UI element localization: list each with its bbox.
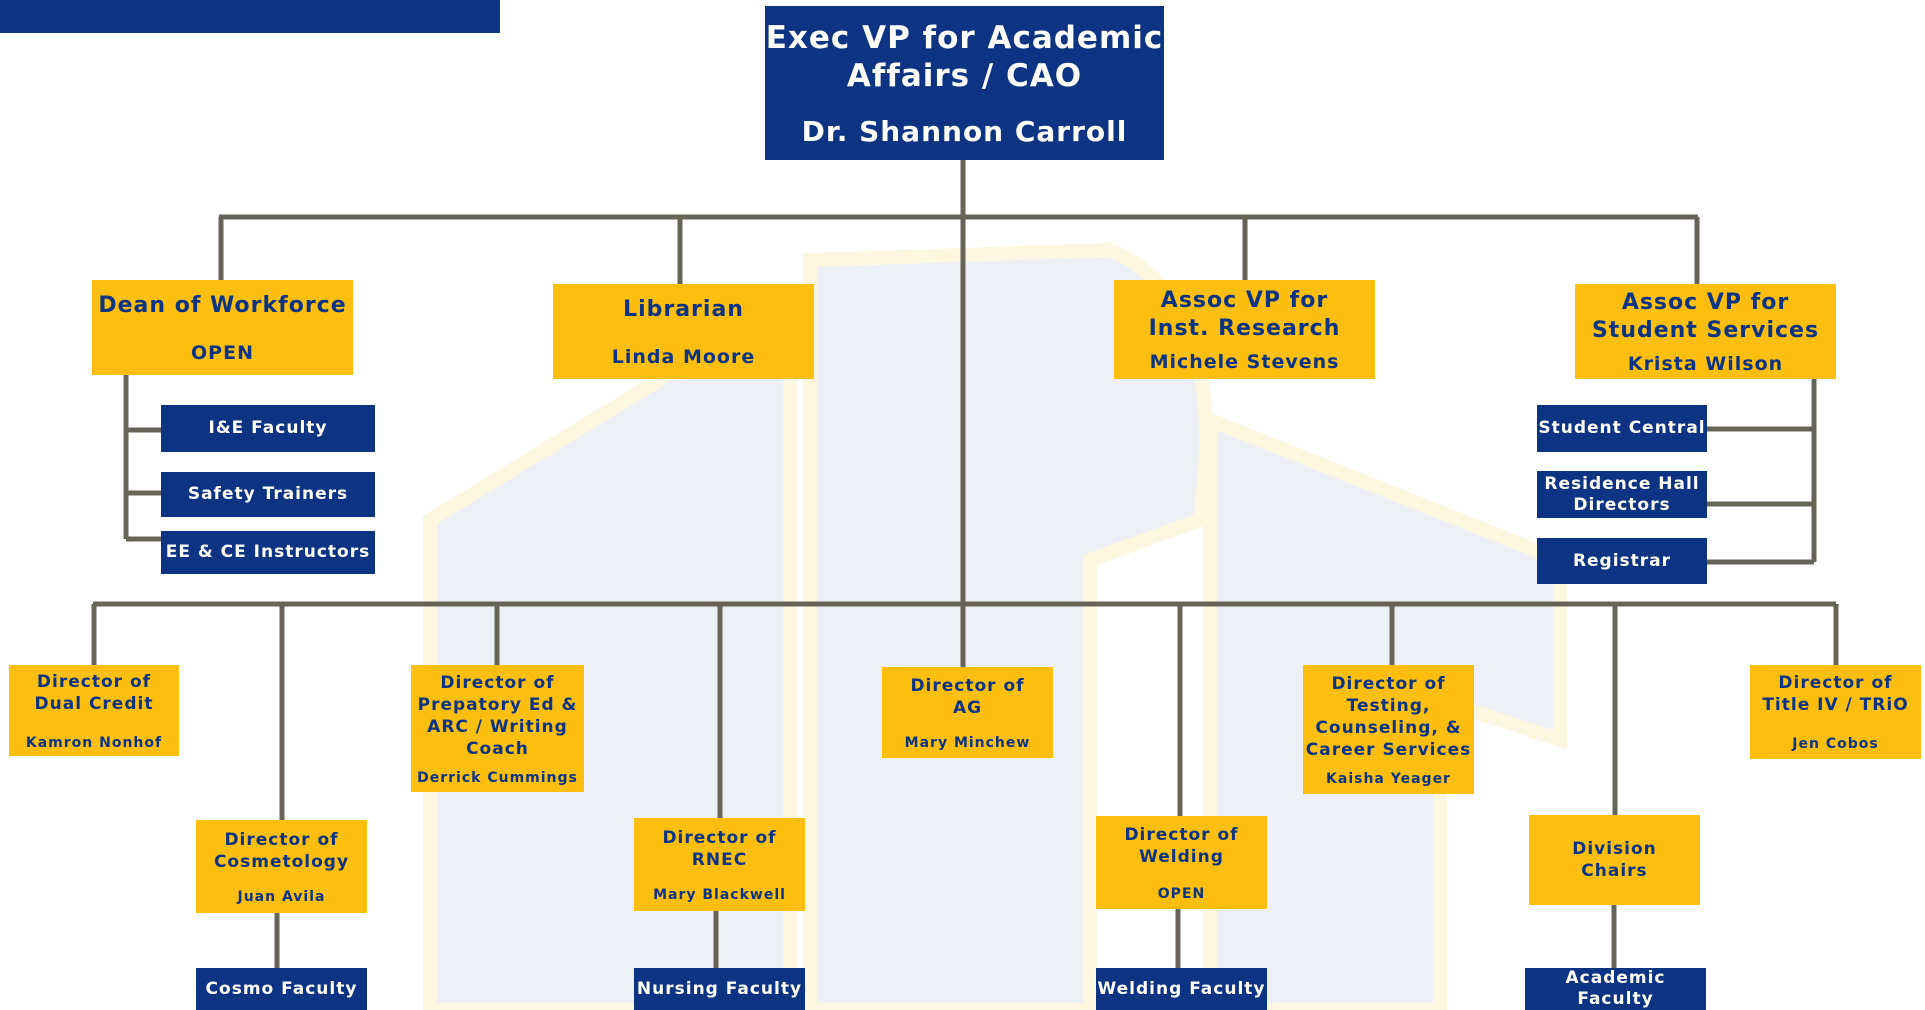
title-iv-title-line2: Title IV / TRiO — [1762, 695, 1909, 715]
avp-student-title-line1: Assoc VP for — [1621, 289, 1790, 315]
prep-ed-title: Director of Prepatory Ed & ARC / Writing… — [418, 672, 578, 760]
prep-ed-title-line4: Coach — [466, 738, 529, 759]
avp-student-title-line2: Student Services — [1591, 317, 1820, 343]
dual-credit-name: Kamron Nonhof — [25, 734, 163, 751]
watermark-logo — [423, 242, 1567, 1010]
rnec-title-line1: Director of — [662, 827, 777, 848]
cosmo-faculty-box: Cosmo Faculty — [196, 968, 367, 1010]
dean-workforce-title: Dean of Workforce — [98, 292, 347, 318]
librarian-name: Linda Moore — [611, 345, 756, 368]
connector-lines — [91, 160, 1839, 968]
welding-faculty-box: Welding Faculty — [1096, 968, 1267, 1010]
rnec-title-line2: RNEC — [691, 849, 748, 870]
registrar-label: Registrar — [1572, 550, 1672, 571]
title-iv-box: Director of Title IV / TRiO Jen Cobos — [1750, 665, 1921, 759]
prep-ed-title-line3: ARC / Writing — [427, 716, 568, 737]
residence-hall-label-line1: Residence Hall — [1544, 473, 1700, 494]
academic-faculty-label: Academic Faculty — [1565, 968, 1666, 1009]
exec-vp-title-line1: Exec VP for Academic — [765, 19, 1164, 56]
cosmetology-title-line2: Cosmetology — [213, 851, 350, 872]
librarian-box: Librarian Linda Moore — [553, 284, 814, 379]
testing-name: Kaisha Yeager — [1326, 770, 1451, 787]
cosmetology-title-line1: Director of — [224, 829, 339, 850]
residence-hall-label-line2: Directors — [1573, 494, 1671, 515]
ie-faculty-box: I&E Faculty — [161, 405, 375, 452]
welding-faculty-label: Welding Faculty — [1097, 978, 1266, 999]
welding-box: Director of Welding OPEN — [1096, 816, 1267, 909]
dean-workforce-name: OPEN — [191, 341, 254, 364]
welding-title-line1: Director of — [1124, 824, 1239, 845]
avp-student-name: Krista Wilson — [1627, 352, 1784, 375]
welding-name: OPEN — [1157, 885, 1206, 902]
student-central-box: Student Central — [1537, 405, 1707, 452]
division-chairs-title: Division Chairs — [1572, 838, 1657, 882]
cosmo-faculty-label: Cosmo Faculty — [205, 978, 358, 999]
dual-credit-title: Director of Dual Credit — [35, 671, 154, 715]
ag-title-line2: AG — [952, 697, 983, 718]
prep-ed-name: Derrick Cummings — [417, 769, 578, 786]
prep-ed-title-line1: Director of — [440, 672, 555, 693]
exec-vp-name: Dr. Shannon Carroll — [801, 114, 1128, 148]
nursing-faculty-label: Nursing Faculty — [636, 978, 803, 999]
rnec-box: Director of RNEC Mary Blackwell — [634, 818, 805, 911]
avp-student-box: Assoc VP for Student Services Krista Wil… — [1575, 284, 1836, 379]
avp-research-title: Assoc VP for Inst. Research — [1149, 287, 1341, 343]
ag-title: Director of AG — [910, 675, 1024, 719]
registrar-box: Registrar — [1537, 538, 1707, 584]
ag-title-line1: Director of — [910, 675, 1025, 696]
avp-research-title-line2: Inst. Research — [1148, 315, 1341, 341]
dean-workforce-box: Dean of Workforce OPEN — [92, 280, 353, 375]
safety-trainers-label: Safety Trainers — [187, 484, 349, 504]
testing-title: Director of Testing, Counseling, & Caree… — [1306, 673, 1472, 761]
ag-box: Director of AG Mary Minchew — [882, 667, 1053, 758]
avp-research-title-line1: Assoc VP for — [1160, 287, 1329, 313]
title-iv-name: Jen Cobos — [1792, 736, 1879, 752]
avp-research-name: Michele Stevens — [1149, 350, 1340, 373]
avp-student-title: Assoc VP for Student Services — [1592, 289, 1819, 345]
testing-title-line2: Testing, — [1346, 695, 1431, 716]
safety-trainers-box: Safety Trainers — [161, 472, 375, 517]
avp-research-box: Assoc VP for Inst. Research Michele Stev… — [1114, 280, 1375, 379]
dual-credit-title-line1: Director of — [36, 671, 152, 692]
title-iv-title: Director of Title IV / TRiO — [1762, 672, 1908, 716]
division-chairs-title-line1: Division — [1572, 839, 1657, 859]
dual-credit-box: Director of Dual Credit Kamron Nonhof — [9, 665, 179, 756]
exec-vp-box: Exec VP for Academic Affairs / CAO Dr. S… — [765, 6, 1164, 160]
dual-credit-title-line2: Dual Credit — [34, 693, 154, 714]
rnec-title: Director of RNEC — [662, 827, 776, 871]
cosmetology-title: Director of Cosmetology — [214, 829, 349, 873]
cosmetology-box: Director of Cosmetology Juan Avila — [196, 820, 367, 913]
librarian-title: Librarian — [623, 296, 744, 322]
nursing-faculty-box: Nursing Faculty — [634, 968, 805, 1010]
rnec-name: Mary Blackwell — [653, 886, 786, 903]
residence-hall-box: Residence Hall Directors — [1537, 471, 1707, 518]
testing-title-line4: Career Services — [1305, 739, 1472, 760]
division-chairs-title-line2: Chairs — [1581, 861, 1648, 881]
welding-title: Director of Welding — [1124, 824, 1238, 868]
prep-ed-title-line2: Prepatory Ed & — [417, 694, 578, 715]
cosmetology-name: Juan Avila — [237, 888, 326, 905]
academic-faculty-box: Academic Faculty — [1525, 968, 1706, 1010]
exec-vp-title: Exec VP for Academic Affairs / CAO — [766, 19, 1164, 95]
welding-title-line2: Welding — [1139, 846, 1224, 867]
student-central-label: Student Central — [1538, 418, 1706, 438]
ie-faculty-label: I&E Faculty — [208, 418, 328, 438]
header-bar — [0, 0, 500, 33]
ee-ce-instructors-box: EE & CE Instructors — [161, 531, 375, 574]
ee-ce-instructors-label: EE & CE Instructors — [165, 542, 371, 562]
ag-name: Mary Minchew — [904, 734, 1031, 751]
testing-box: Director of Testing, Counseling, & Caree… — [1303, 665, 1474, 794]
division-chairs-box: Division Chairs — [1529, 815, 1700, 905]
testing-title-line1: Director of — [1331, 673, 1446, 694]
title-iv-title-line1: Director of — [1778, 673, 1893, 693]
exec-vp-title-line2: Affairs / CAO — [846, 57, 1083, 94]
prep-ed-box: Director of Prepatory Ed & ARC / Writing… — [411, 665, 584, 792]
testing-title-line3: Counseling, & — [1315, 717, 1462, 738]
